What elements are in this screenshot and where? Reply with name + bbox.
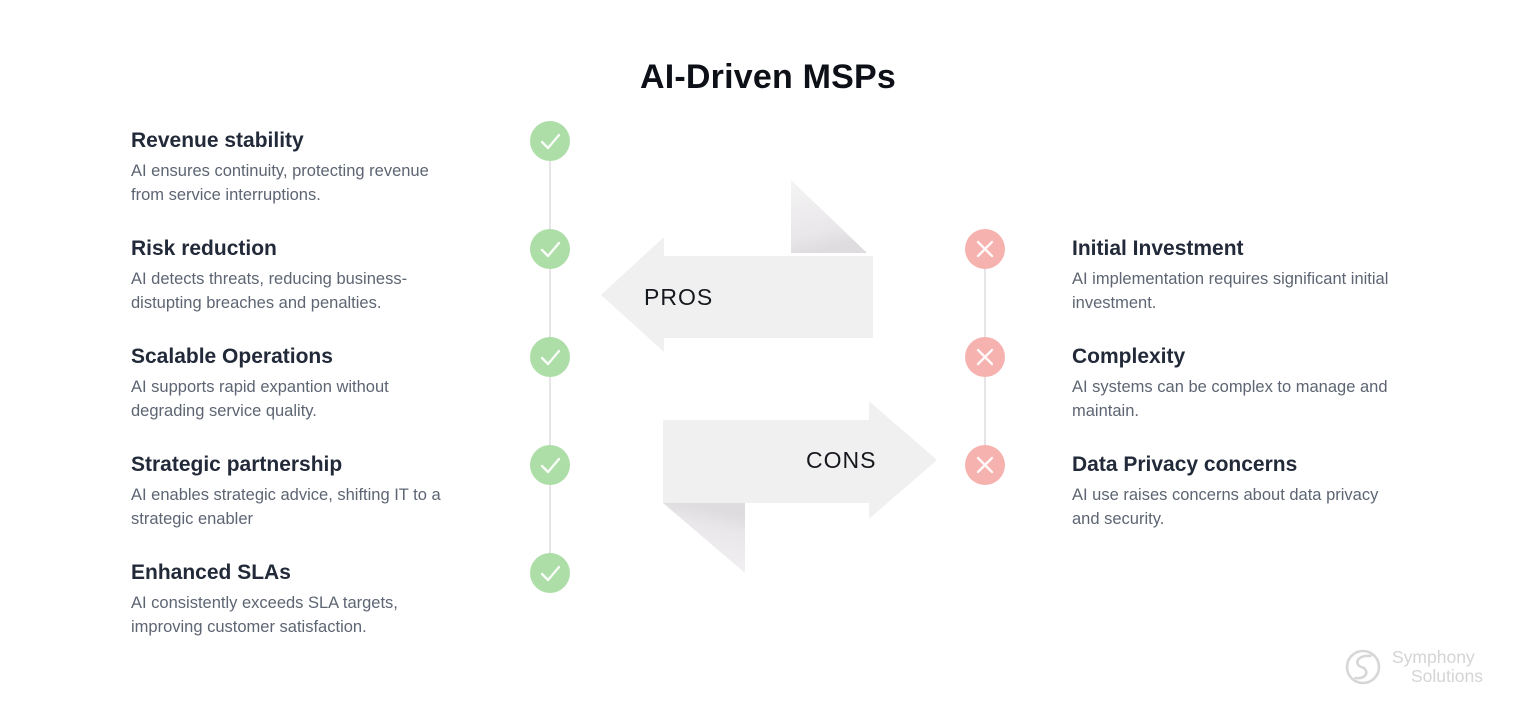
con-item: Complexity AI systems can be complex to … <box>1072 343 1404 423</box>
con-item-title: Complexity <box>1072 345 1186 368</box>
brand-watermark: Symphony Solutions <box>1344 648 1483 686</box>
brand-line1: Symphony <box>1392 647 1475 667</box>
con-item-title: Initial Investment <box>1072 237 1244 260</box>
pro-item-description: AI detects threats, reducing business-di… <box>131 270 408 312</box>
pros-arrow-label: PROS <box>644 284 713 310</box>
check-icon <box>530 553 570 593</box>
pro-item-description: AI supports rapid expantion without degr… <box>131 378 389 420</box>
brand-name: Symphony Solutions <box>1392 648 1483 686</box>
con-item-description: AI implementation requires significant i… <box>1072 270 1389 312</box>
pro-item-title: Revenue stability <box>131 129 304 152</box>
check-icon <box>530 229 570 269</box>
con-item: Initial Investment AI implementation req… <box>1072 235 1404 315</box>
cons-arrow-fold <box>663 503 745 573</box>
check-icon <box>530 121 570 161</box>
check-icon <box>530 337 570 377</box>
pro-item: Revenue stability AI ensures continuity,… <box>131 127 453 207</box>
cons-arrow-label: CONS <box>806 447 876 473</box>
pro-item-title: Scalable Operations <box>131 345 333 368</box>
con-item-description: AI systems can be complex to manage and … <box>1072 378 1388 420</box>
pro-item-title: Risk reduction <box>131 237 277 260</box>
pro-item: Strategic partnership AI enables strateg… <box>131 451 453 531</box>
x-icon <box>965 229 1005 269</box>
pros-arrow <box>601 237 873 352</box>
con-item-title: Data Privacy concerns <box>1072 453 1298 476</box>
cons-arrow <box>663 401 937 519</box>
brand-line2: Solutions <box>1411 666 1483 686</box>
pro-item: Scalable Operations AI supports rapid ex… <box>131 343 453 423</box>
pros-arrow-fold <box>791 180 867 253</box>
x-icon <box>965 337 1005 377</box>
pro-item-title: Strategic partnership <box>131 453 343 476</box>
pro-item-description: AI enables strategic advice, shifting IT… <box>131 486 441 528</box>
con-item: Data Privacy concerns AI use raises conc… <box>1072 451 1404 531</box>
x-icon <box>965 445 1005 485</box>
check-icon <box>530 445 570 485</box>
page-title: AI-Driven MSPs <box>640 58 896 96</box>
pro-item: Enhanced SLAs AI consistently exceeds SL… <box>131 559 453 639</box>
pro-item-description: AI consistently exceeds SLA targets, imp… <box>131 594 398 636</box>
pro-item-description: AI ensures continuity, protecting revenu… <box>131 162 429 204</box>
pro-item: Risk reduction AI detects threats, reduc… <box>131 235 453 315</box>
symphony-swirl-icon <box>1345 649 1381 685</box>
con-item-description: AI use raises concerns about data privac… <box>1072 486 1379 528</box>
pro-item-title: Enhanced SLAs <box>131 561 291 584</box>
